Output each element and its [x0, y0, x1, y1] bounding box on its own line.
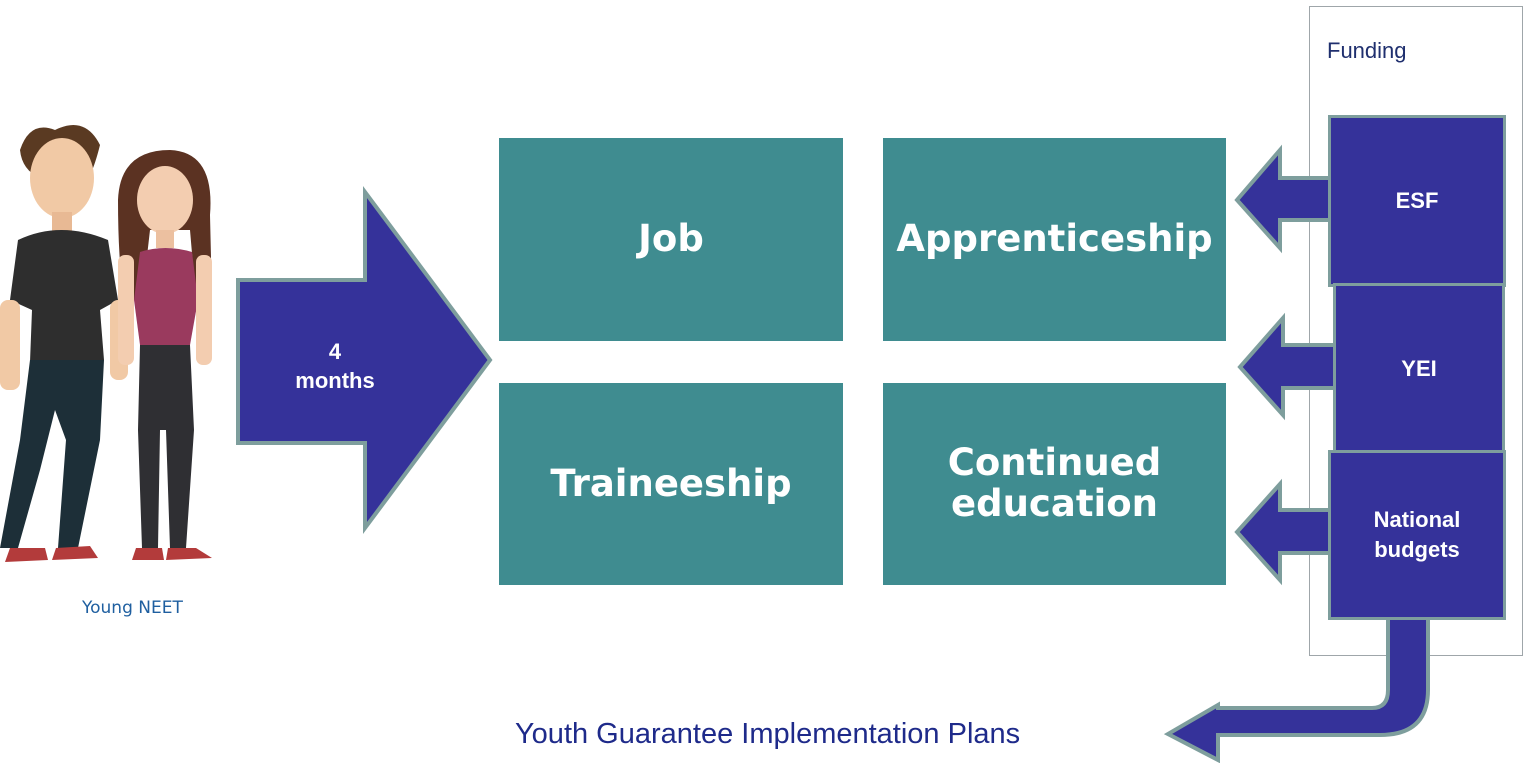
funding-esf: ESF	[1328, 115, 1506, 287]
funding-yei: YEI	[1333, 283, 1505, 455]
tile-continued-line2: education	[951, 482, 1158, 525]
national-budgets-arrow	[1234, 478, 1332, 586]
four-months-unit: months	[295, 367, 375, 393]
funding-yei-label: YEI	[1401, 356, 1437, 382]
implementation-plans-arrow	[1163, 613, 1430, 763]
tile-apprenticeship: Apprenticeship	[883, 138, 1226, 341]
young-woman-figure	[118, 150, 212, 560]
tile-apprenticeship-label: Apprenticeship	[896, 217, 1213, 261]
tile-job: Job	[499, 138, 843, 341]
young-neet-illustration	[0, 125, 212, 562]
funding-national-line2: budgets	[1374, 537, 1460, 562]
tile-continued-education: Continued education	[883, 383, 1226, 585]
funding-national-budgets: National budgets	[1328, 450, 1506, 620]
young-neet-label: Young NEET	[82, 598, 183, 618]
funding-title: Funding	[1327, 38, 1407, 63]
esf-arrow	[1234, 144, 1332, 254]
funding-esf-label: ESF	[1395, 188, 1439, 214]
tile-job-label: Job	[638, 217, 704, 261]
young-man-figure	[0, 125, 128, 562]
tile-traineeship: Traineeship	[499, 383, 843, 585]
tile-traineeship-label: Traineeship	[550, 461, 792, 505]
tile-continued-line1: Continued	[947, 441, 1162, 485]
four-months-arrow	[236, 185, 493, 535]
four-months-label: 4 months	[272, 338, 398, 395]
four-months-number: 4	[328, 339, 342, 364]
yei-arrow	[1237, 312, 1337, 421]
implementation-plans-label: Youth Guarantee Implementation Plans	[515, 718, 1021, 750]
funding-national-line1: National	[1373, 507, 1461, 533]
